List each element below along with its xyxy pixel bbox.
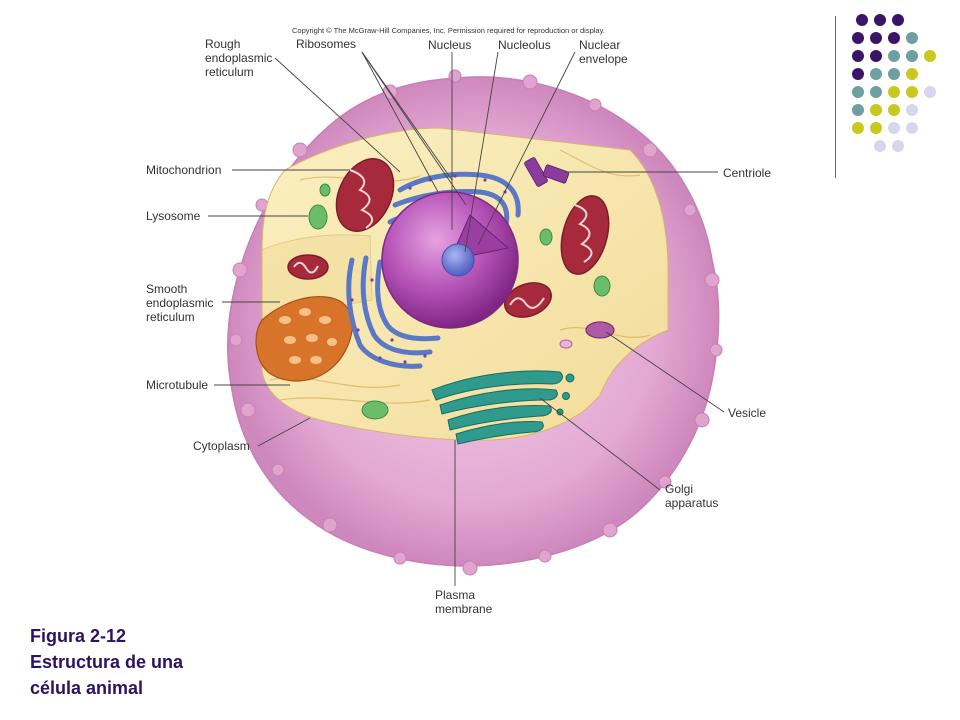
label-golgi: Golgi apparatus <box>665 482 719 510</box>
decor-dot <box>888 32 900 44</box>
label-smooth-er: Smooth endoplasmic reticulum <box>146 282 214 324</box>
leader-lines <box>208 51 725 586</box>
decor-dot <box>870 104 882 116</box>
smooth-er-shape <box>255 296 354 382</box>
nucleus-shape <box>381 191 519 329</box>
decor-dot <box>906 32 918 44</box>
membrane-spikes <box>229 69 723 576</box>
decor-dot <box>870 122 882 134</box>
label-mitochondrion: Mitochondrion <box>146 163 222 177</box>
label-cytoplasm: Cytoplasm <box>193 439 250 453</box>
decor-dot <box>924 50 936 62</box>
decor-dot <box>906 86 918 98</box>
label-nucleus: Nucleus <box>428 38 472 52</box>
caption-line-1: Figura 2-12 <box>30 626 127 646</box>
label-rough-er: Rough endoplasmic reticulum <box>205 37 273 79</box>
vesicle-shape <box>585 321 615 339</box>
label-centriole: Centriole <box>723 166 772 180</box>
decor-dot <box>852 50 864 62</box>
decor-dot <box>906 50 918 62</box>
decor-dot <box>906 104 918 116</box>
decor-dot <box>852 86 864 98</box>
decor-dot <box>852 104 864 116</box>
decor-dot <box>892 140 904 152</box>
caption-line-3: célula animal <box>30 678 144 698</box>
decor-dot <box>888 86 900 98</box>
decor-dot <box>870 50 882 62</box>
decor-dot <box>856 14 868 26</box>
decor-dot-grid <box>852 14 942 154</box>
decor-dot <box>906 122 918 134</box>
label-nucleolus: Nucleolus <box>498 38 551 52</box>
decor-dot <box>888 68 900 80</box>
golgi-shape <box>431 370 575 445</box>
decor-dot <box>888 50 900 62</box>
label-lysosome: Lysosome <box>146 209 201 223</box>
decor-dot <box>924 86 936 98</box>
label-plasma-membrane: Plasma membrane <box>435 588 493 616</box>
centriole-shape <box>524 157 570 187</box>
ribosome-dots <box>350 174 507 364</box>
decor-dot <box>870 86 882 98</box>
lysosome-shapes <box>308 183 611 420</box>
decor-dot <box>906 68 918 80</box>
label-microtubule: Microtubule <box>146 378 209 392</box>
decor-dot <box>888 104 900 116</box>
label-ribosomes: Ribosomes <box>296 37 357 51</box>
caption-line-2: Estructura de una <box>30 652 184 672</box>
decor-dot <box>852 32 864 44</box>
decor-dot <box>870 68 882 80</box>
label-vesicle: Vesicle <box>728 406 767 420</box>
copyright-notice: Copyright © The McGraw-Hill Companies, I… <box>292 26 605 35</box>
decor-dot <box>892 14 904 26</box>
mitochondrion-shapes <box>287 158 610 318</box>
decor-dot <box>852 122 864 134</box>
decor-dot <box>852 68 864 80</box>
decor-dot <box>874 14 886 26</box>
decor-dot <box>888 122 900 134</box>
decor-vertical-rule <box>835 16 836 178</box>
decor-dot <box>870 32 882 44</box>
label-nuclear-envelope: Nuclear envelope <box>579 38 628 66</box>
decor-dot <box>874 140 886 152</box>
figure-caption: Figura 2-12 Estructura de una célula ani… <box>30 623 183 701</box>
